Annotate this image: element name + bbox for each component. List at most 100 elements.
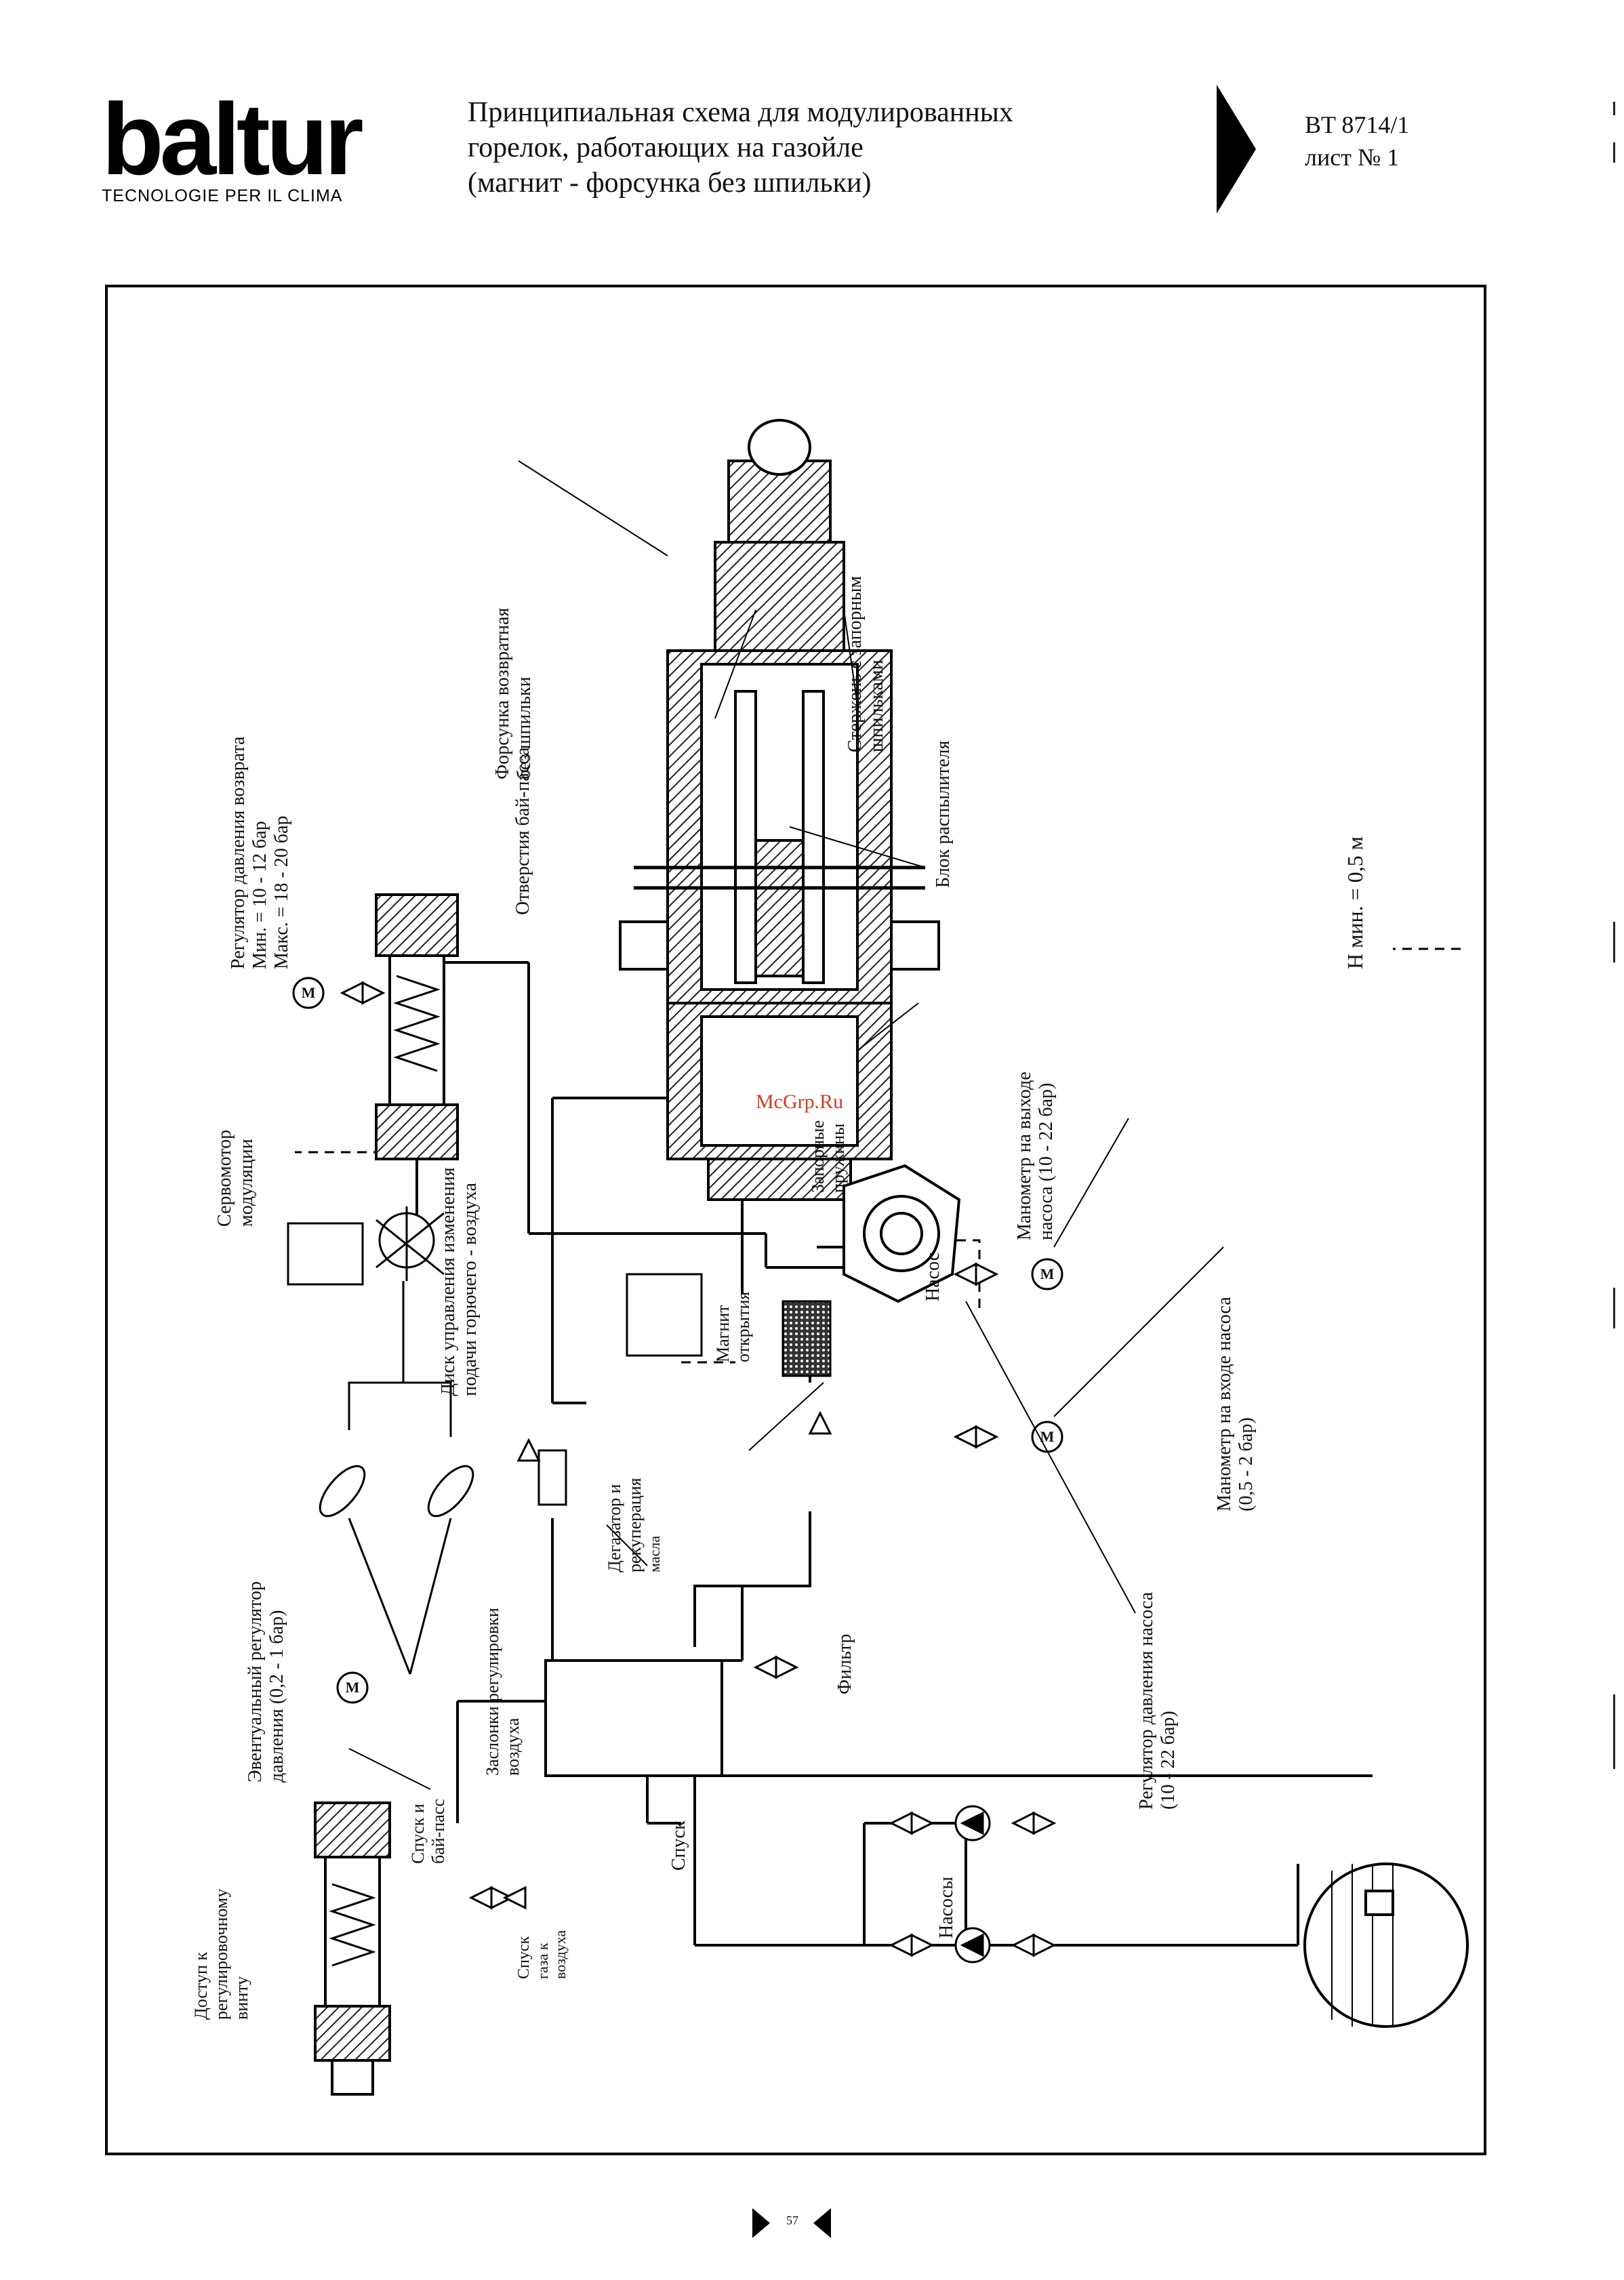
servomotor-box [287,1222,364,1286]
h-min-label: H мин. = 0,5 м [1343,836,1367,969]
margin-mark [1613,1288,1615,1328]
control-linkages [295,948,1461,1364]
fuel-disc-line-1: Диск управления изменения [438,1167,459,1396]
gauge-icon [1031,1258,1063,1290]
gauge-motor-letters: M M M M [302,984,1055,1696]
possible-regulator-label: Эвентуальный регулятор давления (0,2 - 1… [245,1581,287,1783]
document-reference: BT 8714/1 лист № 1 [1305,108,1409,174]
title-line-2: горелок, работающих на газойле [468,132,864,163]
degasser-label: Дегазатор и рекуперация масла [605,1478,663,1572]
header-arrow-icon [1217,85,1256,213]
pump-unit [843,1164,961,1303]
drain-bypass-line-1: Спуск и [408,1804,428,1864]
degasser-line-2: рекуперация [625,1478,645,1572]
filter-label: Фильтр [834,1634,855,1694]
access-line-3: винту [232,1976,251,2020]
gauge-outlet-line-1: Манометр на выходе [1014,1072,1035,1240]
rods-label-line-1: Стержень с запорным [845,576,866,752]
drain-air-line-3: воздуха [552,1930,569,1979]
nozzle-label-line-1: Форсунка возвратная [492,608,513,779]
title-line-3: (магнит - форсунка без шпильки) [468,167,872,199]
drain-air-label: Спуск газа к воздуха [515,1930,569,1979]
degasser-line-1: Дегазатор и [605,1484,624,1572]
drain-bypass-line-2: бай-пасс [428,1799,448,1864]
gauge-icon [292,977,325,1009]
pumps-text: Насосы [936,1877,957,1938]
return-pressure-regulator [375,893,459,1160]
page-arrow-right-icon [813,2208,831,2238]
hydraulic-diagram: M M M M Форсунка возвратная без шпильки … [105,285,1486,2155]
bypass-holes-text: Отверстия бай-пасса [512,747,533,915]
open-magnet-line-1: Магнит [713,1305,733,1362]
nozzle-label: Форсунка возвратная без шпильки [492,608,535,779]
air-dampers-label: Заслонки регулировки воздуха [483,1608,523,1776]
access-line-1: Доступ к [191,1952,211,2020]
rods-label-line-2: шпильками [866,659,887,752]
gauge-inlet-label: Манометр на входе насоса (0,5 - 2 бар) [1214,1297,1257,1511]
gauge-icon [336,1671,369,1704]
motor-letter: M [302,984,316,1001]
fuel-disc-label: Диск управления изменения подачи горючег… [438,1167,481,1396]
leader-lines [348,460,1224,1790]
h-min-text: H мин. = 0,5 м [1343,836,1367,969]
diagram-frame [105,285,1486,2155]
sprayer-block-text: Блок распылителя [933,740,954,888]
margin-mark [1613,922,1615,962]
transfer-pumps [954,1805,991,1963]
shutoff-valves [340,981,1057,1957]
possible-pressure-regulator [314,1801,391,2096]
return-regulator-label: Регулятор давления возврата Мин. = 10 - … [228,736,292,969]
margin-mark [1613,102,1615,115]
servomotor-line-1: Сервомотор [214,1130,235,1227]
gauge-inlet-line-2: (0,5 - 2 бар) [1236,1417,1257,1511]
drain-text: Спуск [668,1820,689,1871]
return-regulator-max: Макс. = 18 - 20 бар [271,816,292,969]
closing-springs-label: Запорные пружины [808,1120,848,1193]
bypass-holes-label: Отверстия бай-пасса [512,747,533,915]
margin-mark [1613,1694,1615,1769]
drain-bypass-label: Спуск и бай-пасс [408,1799,448,1864]
air-dampers-line-1: Заслонки регулировки [483,1608,502,1776]
watermark: McGrp.Ru [756,1091,843,1113]
fuel-disc-line-2: подачи горючего - воздуха [460,1182,481,1396]
fuel-air-control-disc [375,1206,445,1281]
motor-letter: M [1040,1428,1055,1445]
drain-air-line-2: газа к [534,1942,551,1979]
air-dampers-line-2: воздуха [503,1717,523,1776]
air-dampers [319,1281,474,1675]
gauge-outlet-label: Манометр на выходе насоса (10 - 22 бар) [1014,1072,1057,1240]
degasser-line-3: масла [646,1536,663,1572]
degasser-tank [544,1659,723,1777]
access-line-2: регулировочному [211,1889,231,2020]
page-number: 57 [786,2214,798,2227]
logo-tagline: TECNOLOGIE PER IL CLIMA [102,186,343,205]
sprayer-block-label: Блок распылителя [933,740,954,888]
pump-regulator-label: Регулятор давления насоса (10 - 22 бар) [1136,1591,1179,1810]
sheet-number: лист № 1 [1305,144,1400,171]
possible-regulator-line-1: Эвентуальный регулятор [245,1581,266,1783]
open-magnet-line-2: открытия [733,1292,753,1362]
gauge-outlet-line-2: насоса (10 - 22 бар) [1036,1083,1057,1240]
fuel-tank [1303,1862,1469,2028]
logo-wordmark: baltur [102,82,364,196]
watermark-text: McGrp.Ru [756,1091,843,1113]
closing-springs-line-2: пружины [828,1124,848,1194]
gauge-inlet-line-1: Манометр на входе насоса [1214,1297,1235,1511]
return-regulator-min: Мин. = 10 - 12 бар [249,821,270,969]
motor-letter: M [1040,1265,1055,1282]
flow-indicator [537,1449,567,1506]
document-title: Принципиальная схема для модулированных … [468,95,1179,201]
title-line-1: Принципиальная схема для модулированных [468,97,1013,128]
servomotor-label: Сервомотор модуляции [214,1130,257,1227]
servomotor-line-2: модуляции [236,1139,257,1227]
nozzle-assembly [619,419,940,1201]
return-regulator-title: Регулятор давления возврата [228,736,249,969]
drain-label: Спуск [668,1820,689,1871]
rods-label: Стержень с запорным шпильками [845,576,887,752]
motor-letter: M [346,1679,360,1696]
access-label: Доступ к регулировочному винту [191,1889,251,2020]
filter-element [781,1300,832,1377]
filter-text: Фильтр [834,1634,855,1694]
drain-air-line-1: Спуск [515,1936,533,1979]
baltur-logo: baltur TECNOLOGIE PER IL CLIMA [102,82,386,205]
